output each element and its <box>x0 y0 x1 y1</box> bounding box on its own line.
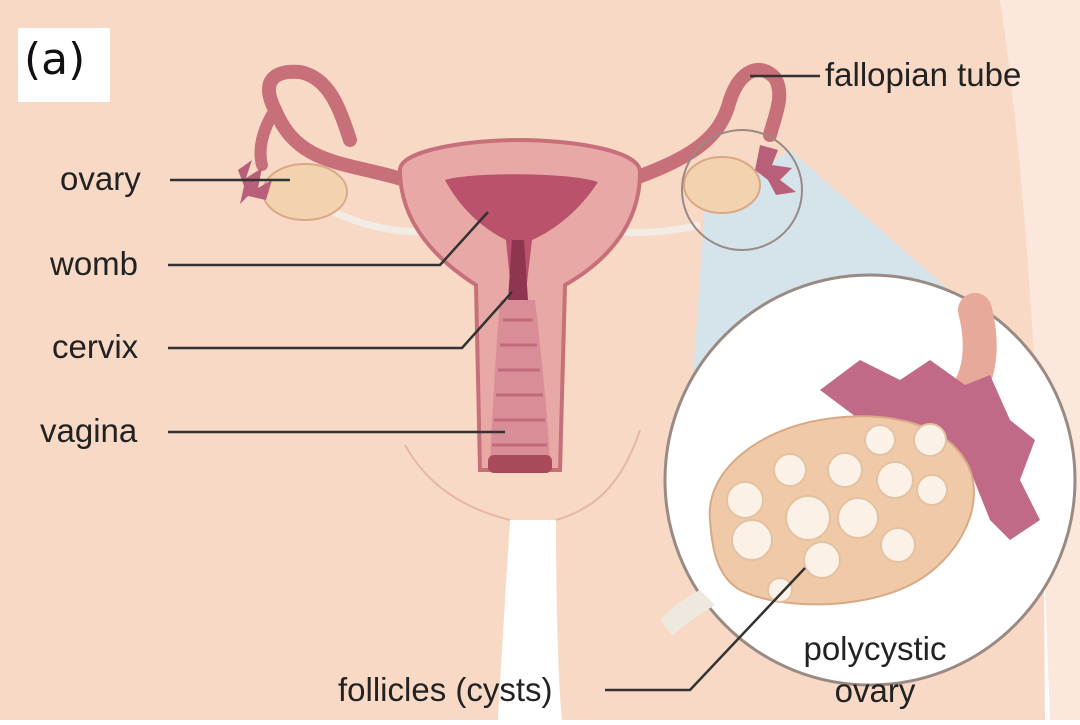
follicle <box>917 475 947 505</box>
ovary-right <box>684 157 760 213</box>
follicle <box>914 424 946 456</box>
follicle <box>838 498 878 538</box>
label-womb: womb <box>50 247 138 280</box>
label-fallopian-tube: fallopian tube <box>825 58 1021 91</box>
follicle <box>881 528 915 562</box>
label-polycystic-line2: ovary <box>775 674 975 707</box>
label-vagina: vagina <box>40 414 137 447</box>
label-ovary: ovary <box>60 162 141 195</box>
panel-label: (a) <box>18 28 110 102</box>
follicle <box>877 462 913 498</box>
follicle <box>727 482 763 518</box>
label-follicles: follicles (cysts) <box>338 673 553 706</box>
follicle <box>786 496 830 540</box>
ovary-left <box>263 164 347 220</box>
follicle <box>804 542 840 578</box>
follicle <box>865 425 895 455</box>
label-polycystic-line1: polycystic <box>775 632 975 665</box>
follicle <box>828 453 862 487</box>
vaginal-opening <box>488 455 552 473</box>
follicle <box>774 454 806 486</box>
label-cervix: cervix <box>52 330 138 363</box>
follicle <box>732 520 772 560</box>
follicle <box>768 578 792 602</box>
